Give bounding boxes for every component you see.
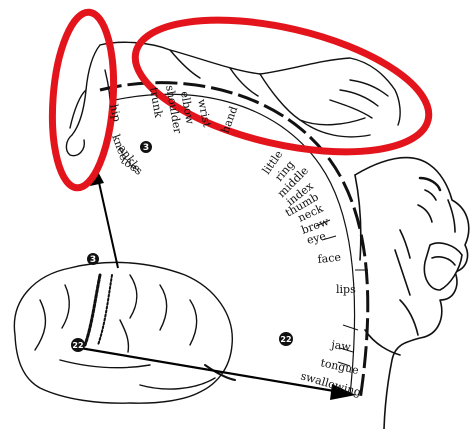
face-head-drawing xyxy=(355,158,469,429)
label-toes: toes xyxy=(118,154,145,178)
label-tongue: tongue xyxy=(319,356,360,377)
marker-3-top: 3 xyxy=(140,141,152,153)
brain-drawing xyxy=(14,262,235,403)
label-trunk: trunk xyxy=(147,86,165,119)
svg-text:3: 3 xyxy=(90,255,96,265)
highlight-ellipse-small xyxy=(47,10,119,190)
svg-text:22: 22 xyxy=(72,341,83,350)
arrow-brain-to-body xyxy=(90,166,118,268)
marker-22-arc: 22 xyxy=(279,332,293,346)
label-wrist: wrist xyxy=(195,98,214,129)
label-face: face xyxy=(317,251,342,266)
svg-text:22: 22 xyxy=(280,335,291,344)
label-lips: lips xyxy=(336,283,356,296)
marker-22-brain: 22 xyxy=(71,338,85,352)
marker-3-brain: 3 xyxy=(87,253,99,265)
svg-text:3: 3 xyxy=(143,143,149,153)
label-jaw: jaw xyxy=(329,338,353,354)
